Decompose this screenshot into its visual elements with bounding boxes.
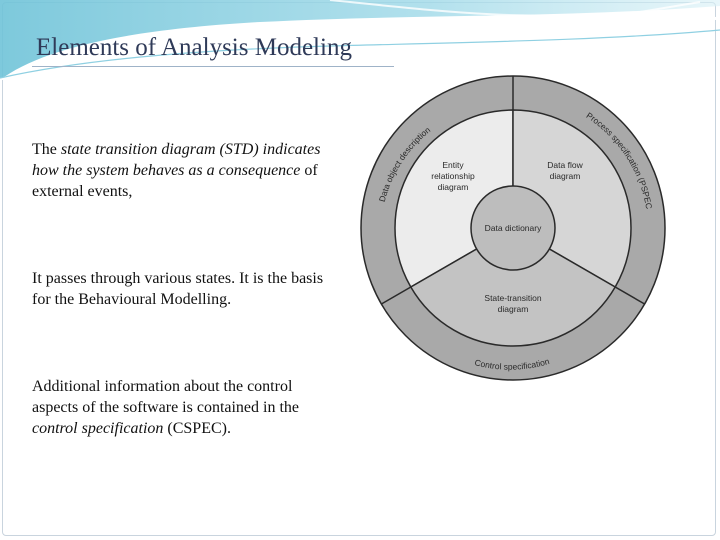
erd-label-3: diagram	[438, 182, 469, 192]
core-label: Data dictionary	[485, 223, 542, 233]
title-underline	[32, 66, 394, 67]
paragraph-cspec: Additional information about the control…	[32, 376, 337, 439]
erd-label-1: Entity	[442, 160, 464, 170]
data-dictionary-core	[470, 185, 556, 271]
erd-label-2: relationship	[431, 171, 475, 181]
paragraph-states: It passes through various states. It is …	[32, 268, 337, 310]
p3-text-b: control specification	[32, 420, 164, 437]
std-label-2: diagram	[498, 304, 529, 314]
paragraph-std: The state transition diagram (STD) indic…	[32, 139, 337, 202]
std-label-1: State-transition	[484, 293, 541, 303]
dfd-label-1: Data flow	[547, 160, 583, 170]
p2-text-a: It passes through various states. It is …	[32, 270, 324, 308]
slide-title: Elements of Analysis Modeling	[36, 34, 352, 61]
dfd-label-2: diagram	[550, 171, 581, 181]
p1-text-d: indicates how the system behaves as a co…	[32, 141, 321, 179]
p3-text-c: (CSPEC).	[163, 420, 231, 437]
p3-text-a: Additional information about the control…	[32, 378, 300, 416]
p1-text-a: The	[32, 141, 61, 158]
sector-std	[409, 227, 617, 347]
p1-text-e: of external events,	[32, 162, 318, 200]
analysis-model-diagram: Data dictionary Entity relationship diag…	[345, 72, 666, 381]
p1-text-b: state transition diagram (STD)	[60, 141, 259, 158]
header-swoosh-decoration	[0, 0, 720, 80]
